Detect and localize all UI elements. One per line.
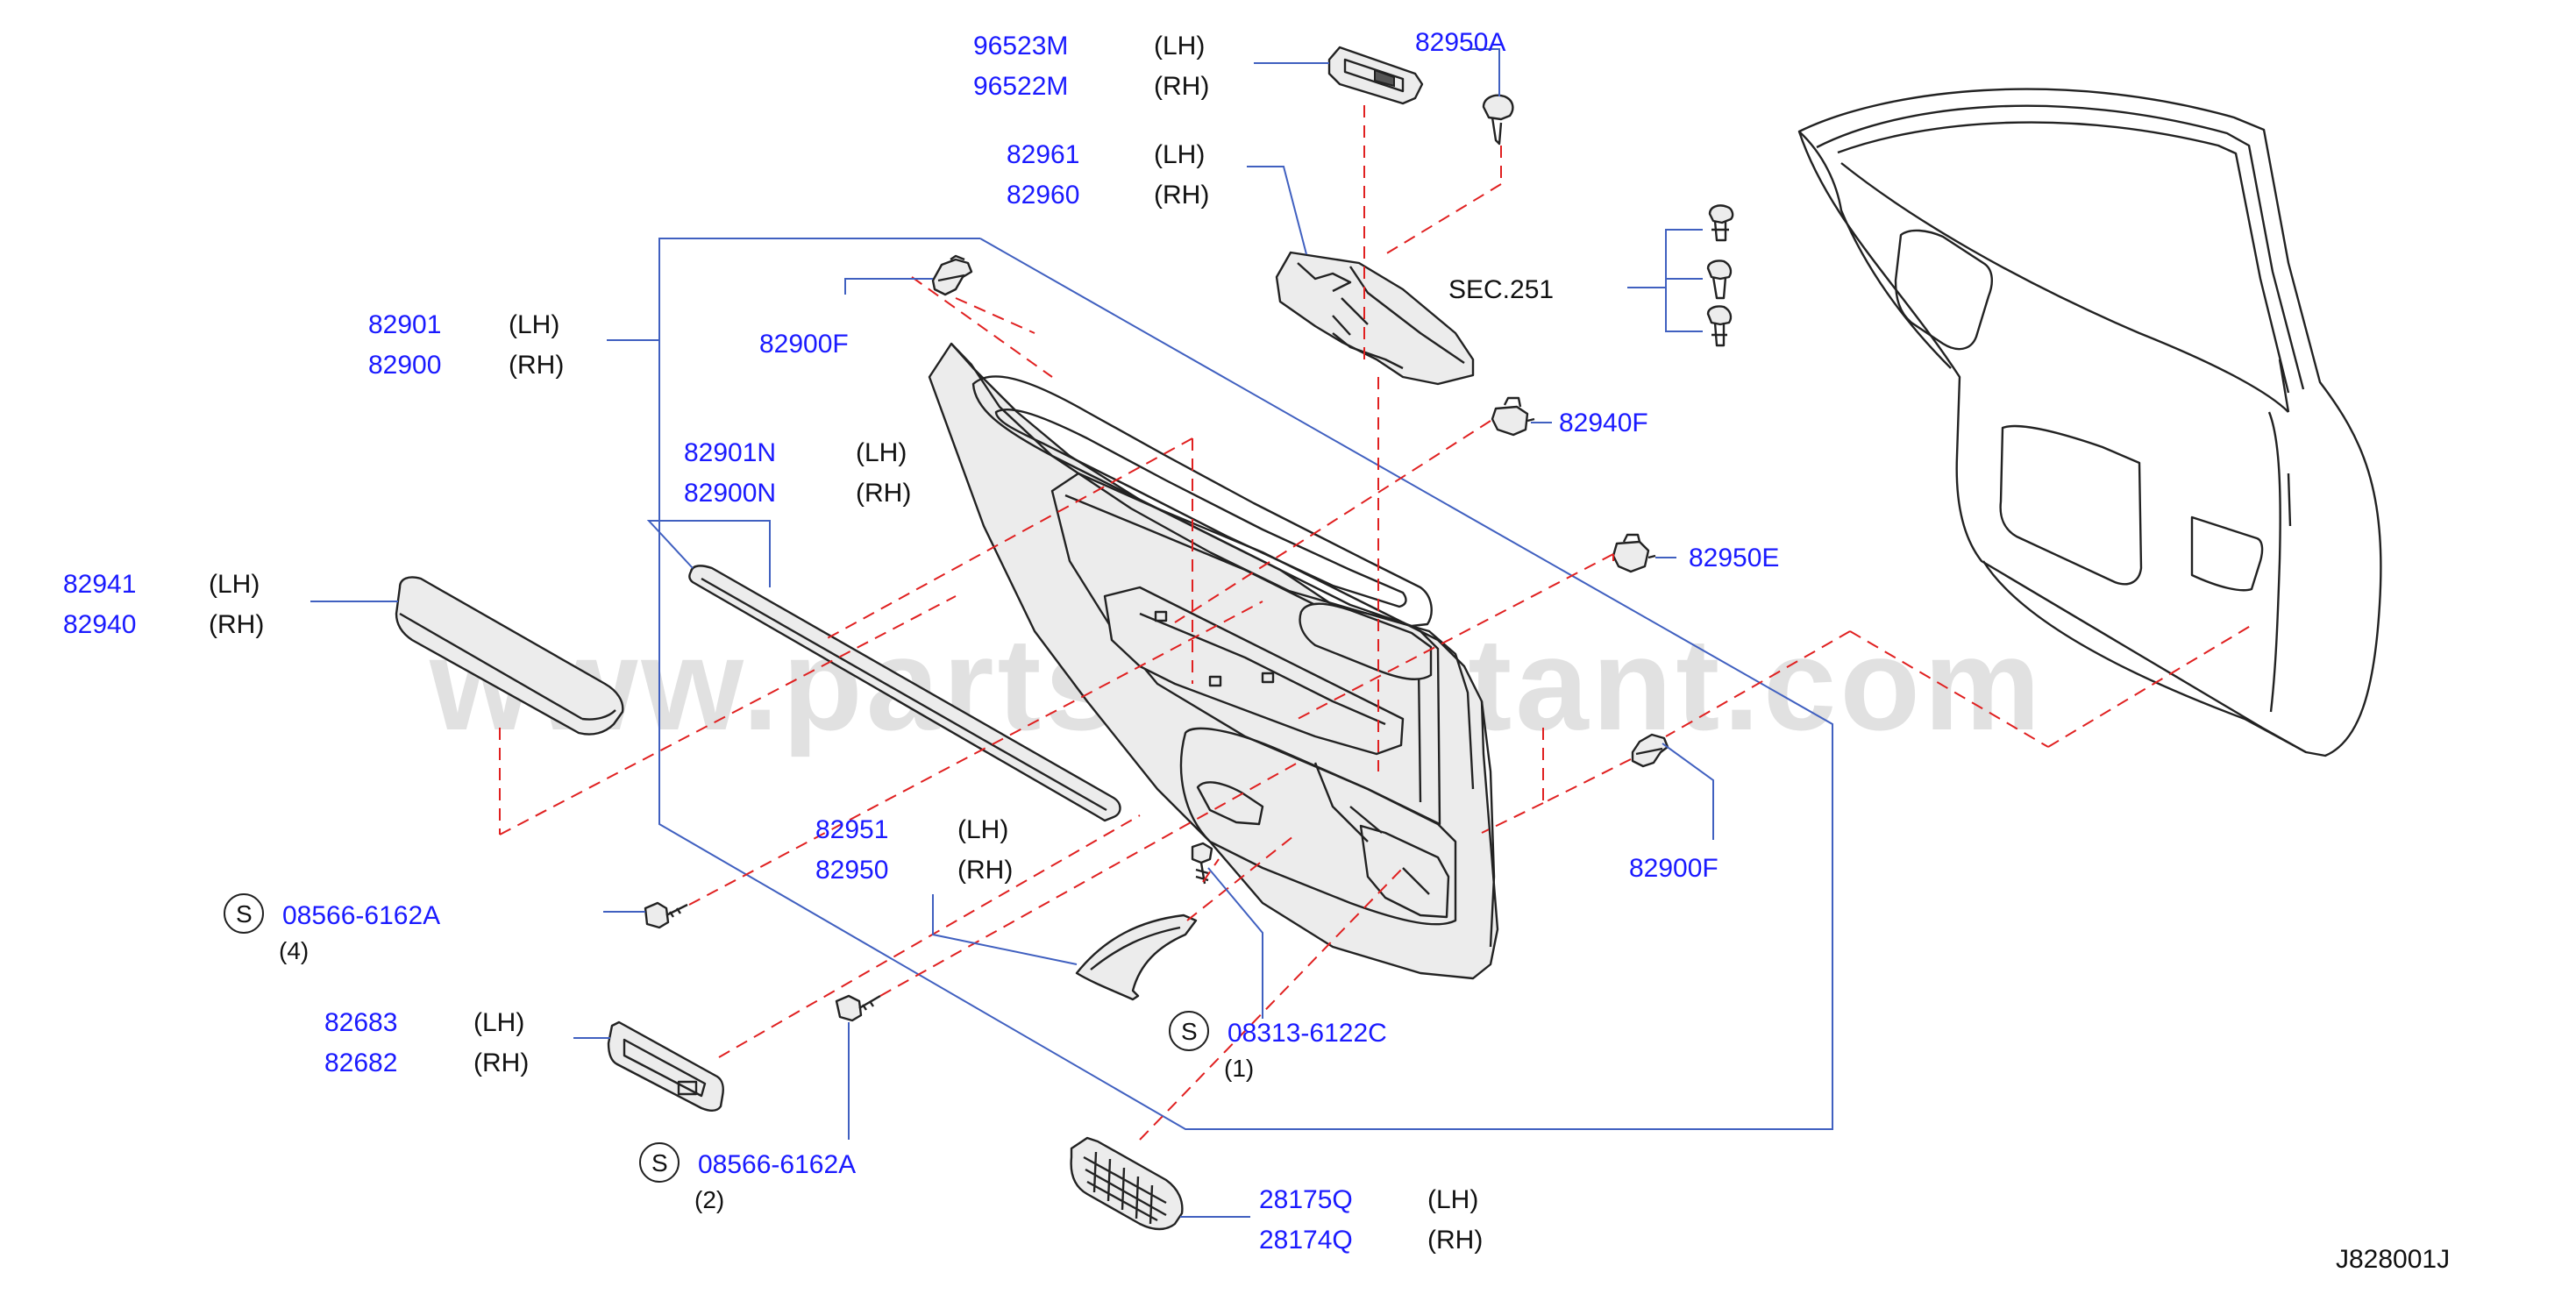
- side-82950: (RH): [957, 856, 1013, 885]
- screw-08566-bottom: [835, 994, 881, 1022]
- door-trim-panel: [928, 342, 1499, 980]
- label-28175q: 28175Q: [1259, 1185, 1353, 1214]
- clip-82900f-top: [931, 254, 973, 296]
- door-inner-panel: [1797, 88, 2382, 757]
- screw2-symbol: S: [1181, 1018, 1198, 1045]
- speaker-grille: [1070, 1136, 1184, 1231]
- label-82682: 82682: [324, 1049, 397, 1077]
- label-82951: 82951: [815, 815, 888, 844]
- side-96523m: (LH): [1154, 32, 1205, 60]
- screw3-symbol-circle: [639, 1142, 680, 1183]
- assembly-lines: [499, 105, 2254, 1141]
- label-screw3: 08566-6162A: [698, 1150, 856, 1179]
- label-82950a: 82950A: [1415, 28, 1505, 57]
- side-82901n: (LH): [856, 438, 907, 467]
- clip-82940f: [1491, 396, 1535, 437]
- diagram-code: J828001J: [2336, 1245, 2450, 1274]
- side-82961: (LH): [1154, 140, 1205, 169]
- door-lamp: [1327, 46, 1424, 105]
- label-82901n: 82901N: [684, 438, 776, 467]
- clip-set-sec251: [1706, 204, 1734, 347]
- leader-lines: [310, 48, 1714, 1218]
- label-82900: 82900: [368, 351, 441, 380]
- clip-82950e: [1612, 533, 1656, 573]
- screw-08313: [1191, 842, 1213, 885]
- side-82901: (LH): [509, 310, 559, 339]
- qty-screw2: (1): [1224, 1055, 1254, 1082]
- side-82960: (RH): [1154, 181, 1209, 210]
- label-96523m: 96523M: [973, 32, 1068, 60]
- side-82941: (LH): [209, 570, 260, 599]
- label-82950e: 82950E: [1689, 544, 1779, 572]
- label-82900n: 82900N: [684, 479, 776, 508]
- label-82901: 82901: [368, 310, 441, 339]
- qty-screw3: (2): [694, 1186, 724, 1213]
- label-82941: 82941: [63, 570, 136, 599]
- label-screw2: 08313-6122C: [1228, 1019, 1387, 1048]
- clip-82900f-right: [1631, 733, 1669, 768]
- side-82683: (LH): [473, 1008, 524, 1037]
- label-screw1: 08566-6162A: [282, 901, 440, 930]
- handle-bracket: [1275, 251, 1475, 386]
- armrest-pad: [395, 576, 624, 736]
- side-82940: (RH): [209, 610, 264, 639]
- label-82950: 82950: [815, 856, 888, 885]
- screw2-symbol-circle: [1169, 1011, 1209, 1051]
- side-82900n: (RH): [856, 479, 911, 508]
- screw-08566-left: [644, 901, 688, 929]
- screw3-symbol: S: [651, 1149, 668, 1177]
- side-82682: (RH): [473, 1049, 529, 1077]
- label-28174q: 28174Q: [1259, 1226, 1353, 1255]
- qty-screw1: (4): [279, 937, 309, 964]
- side-82900: (RH): [509, 351, 564, 380]
- label-82900f-right: 82900F: [1629, 854, 1719, 883]
- screw1-symbol-circle: [224, 893, 264, 934]
- label-82683: 82683: [324, 1008, 397, 1037]
- side-28174q: (RH): [1427, 1226, 1483, 1255]
- side-82951: (LH): [957, 815, 1008, 844]
- label-sec251: SEC.251: [1448, 275, 1554, 304]
- switch-finisher: [607, 1020, 724, 1112]
- moulding-strip-edge: [701, 577, 1107, 812]
- label-82940: 82940: [63, 610, 136, 639]
- label-82940f: 82940F: [1559, 409, 1648, 437]
- pull-handle-cover: [1075, 914, 1198, 1001]
- side-28175q: (LH): [1427, 1185, 1478, 1214]
- side-96522m: (RH): [1154, 72, 1209, 101]
- label-82961: 82961: [1007, 140, 1079, 169]
- label-96522m: 96522M: [973, 72, 1068, 101]
- label-82900f-top: 82900F: [759, 330, 849, 359]
- label-82960: 82960: [1007, 181, 1079, 210]
- assembly-bracket-line: [658, 238, 1833, 1130]
- screw1-symbol: S: [236, 900, 253, 928]
- clip-82950a: [1482, 94, 1514, 146]
